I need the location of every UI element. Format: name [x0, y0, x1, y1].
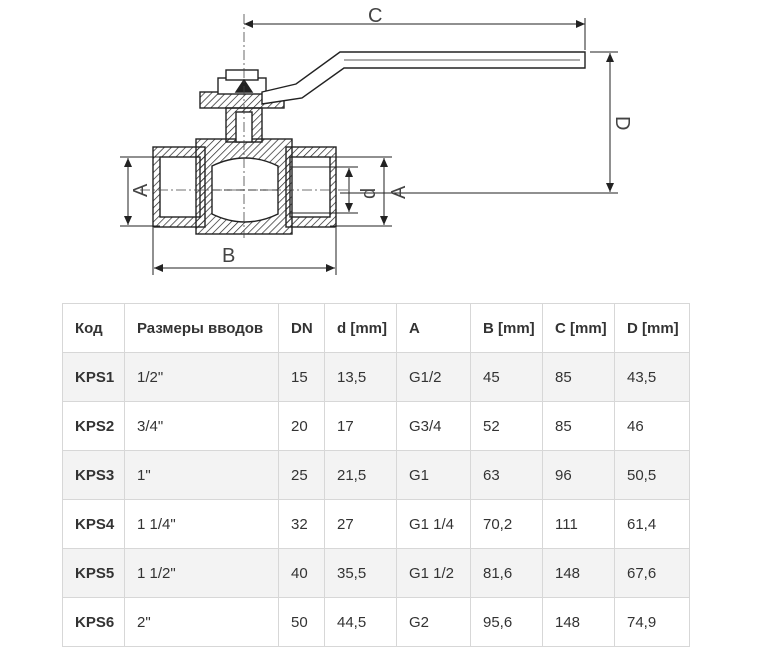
dimension-c-label: C: [368, 5, 382, 27]
header-dn: DN: [278, 303, 325, 353]
cell-dn: 25: [278, 450, 325, 500]
cell-dn: 40: [278, 548, 325, 598]
cell-c-mm: 148: [542, 597, 615, 647]
dimension-a-right: [330, 156, 392, 227]
cell-a: G1 1/2: [396, 548, 471, 598]
cell-a: G1 1/4: [396, 499, 471, 549]
cell-c-mm: 148: [542, 548, 615, 598]
dimension-c: [244, 18, 586, 50]
cell-dn: 20: [278, 401, 325, 451]
dimension-a-right-label: A: [388, 185, 410, 199]
specification-table: Код Размеры вводов DN d [mm] A B [mm] C …: [62, 303, 690, 647]
cell-connection-size: 1/2": [124, 352, 279, 402]
header-code: Код: [62, 303, 125, 353]
dimension-a-left-label: A: [130, 183, 152, 197]
cell-d-mm: 27: [324, 499, 397, 549]
cell-b-mm: 95,6: [470, 597, 543, 647]
dimension-b-label: B: [222, 245, 235, 267]
cell-dn: 32: [278, 499, 325, 549]
cell-code: KPS4: [62, 499, 125, 549]
cell-connection-size: 1": [124, 450, 279, 500]
dimension-d-bore: [290, 166, 358, 214]
cell-b-mm: 63: [470, 450, 543, 500]
cell-code: KPS6: [62, 597, 125, 647]
cell-c-mm: 111: [542, 499, 615, 549]
cell-code: KPS5: [62, 548, 125, 598]
cell-dn: 15: [278, 352, 325, 402]
dimension-d: [340, 51, 618, 194]
header-b-mm: B [mm]: [470, 303, 543, 353]
cell-d-mm: 17: [324, 401, 397, 451]
table-row: KPS3 1" 25 21,5 G1 63 96 50,5: [62, 450, 690, 500]
cell-a: G3/4: [396, 401, 471, 451]
cell-d-upper-mm: 74,9: [614, 597, 690, 647]
dimension-a-left: [120, 156, 160, 227]
cell-code: KPS2: [62, 401, 125, 451]
cell-connection-size: 2": [124, 597, 279, 647]
header-d-upper-mm: D [mm]: [614, 303, 690, 353]
cell-connection-size: 3/4": [124, 401, 279, 451]
dimension-b: [152, 228, 337, 275]
cell-d-upper-mm: 50,5: [614, 450, 690, 500]
table-row: KPS2 3/4" 20 17 G3/4 52 85 46: [62, 401, 690, 451]
cell-d-mm: 35,5: [324, 548, 397, 598]
cell-a: G1: [396, 450, 471, 500]
cell-d-upper-mm: 61,4: [614, 499, 690, 549]
table-row: KPS4 1 1/4" 32 27 G1 1/4 70,2 111 61,4: [62, 499, 690, 549]
cell-b-mm: 52: [470, 401, 543, 451]
table-header-row: Код Размеры вводов DN d [mm] A B [mm] C …: [62, 303, 690, 353]
cell-c-mm: 96: [542, 450, 615, 500]
header-a: A: [396, 303, 471, 353]
dimension-d-bore-label: d: [358, 188, 380, 199]
cell-d-upper-mm: 67,6: [614, 548, 690, 598]
cell-d-mm: 44,5: [324, 597, 397, 647]
valve-body: [152, 51, 586, 235]
header-c-mm: C [mm]: [542, 303, 615, 353]
cell-c-mm: 85: [542, 401, 615, 451]
header-d-mm: d [mm]: [324, 303, 397, 353]
dimension-d-upper-label: D: [611, 116, 633, 130]
cell-b-mm: 70,2: [470, 499, 543, 549]
cell-d-upper-mm: 46: [614, 401, 690, 451]
cell-d-upper-mm: 43,5: [614, 352, 690, 402]
cell-dn: 50: [278, 597, 325, 647]
cell-b-mm: 45: [470, 352, 543, 402]
cell-b-mm: 81,6: [470, 548, 543, 598]
cell-code: KPS1: [62, 352, 125, 402]
table-row: KPS5 1 1/2" 40 35,5 G1 1/2 81,6 148 67,6: [62, 548, 690, 598]
cell-a: G2: [396, 597, 471, 647]
table-row: KPS1 1/2" 15 13,5 G1/2 45 85 43,5: [62, 352, 690, 402]
cell-d-mm: 13,5: [324, 352, 397, 402]
cell-code: KPS3: [62, 450, 125, 500]
cell-connection-size: 1 1/2": [124, 548, 279, 598]
cell-c-mm: 85: [542, 352, 615, 402]
cell-d-mm: 21,5: [324, 450, 397, 500]
cell-connection-size: 1 1/4": [124, 499, 279, 549]
cell-a: G1/2: [396, 352, 471, 402]
ball-valve-drawing: C D A d A B: [120, 5, 633, 275]
center-lines: [140, 14, 350, 238]
header-connection-size: Размеры вводов: [124, 303, 279, 353]
table-row: KPS6 2" 50 44,5 G2 95,6 148 74,9: [62, 597, 690, 647]
